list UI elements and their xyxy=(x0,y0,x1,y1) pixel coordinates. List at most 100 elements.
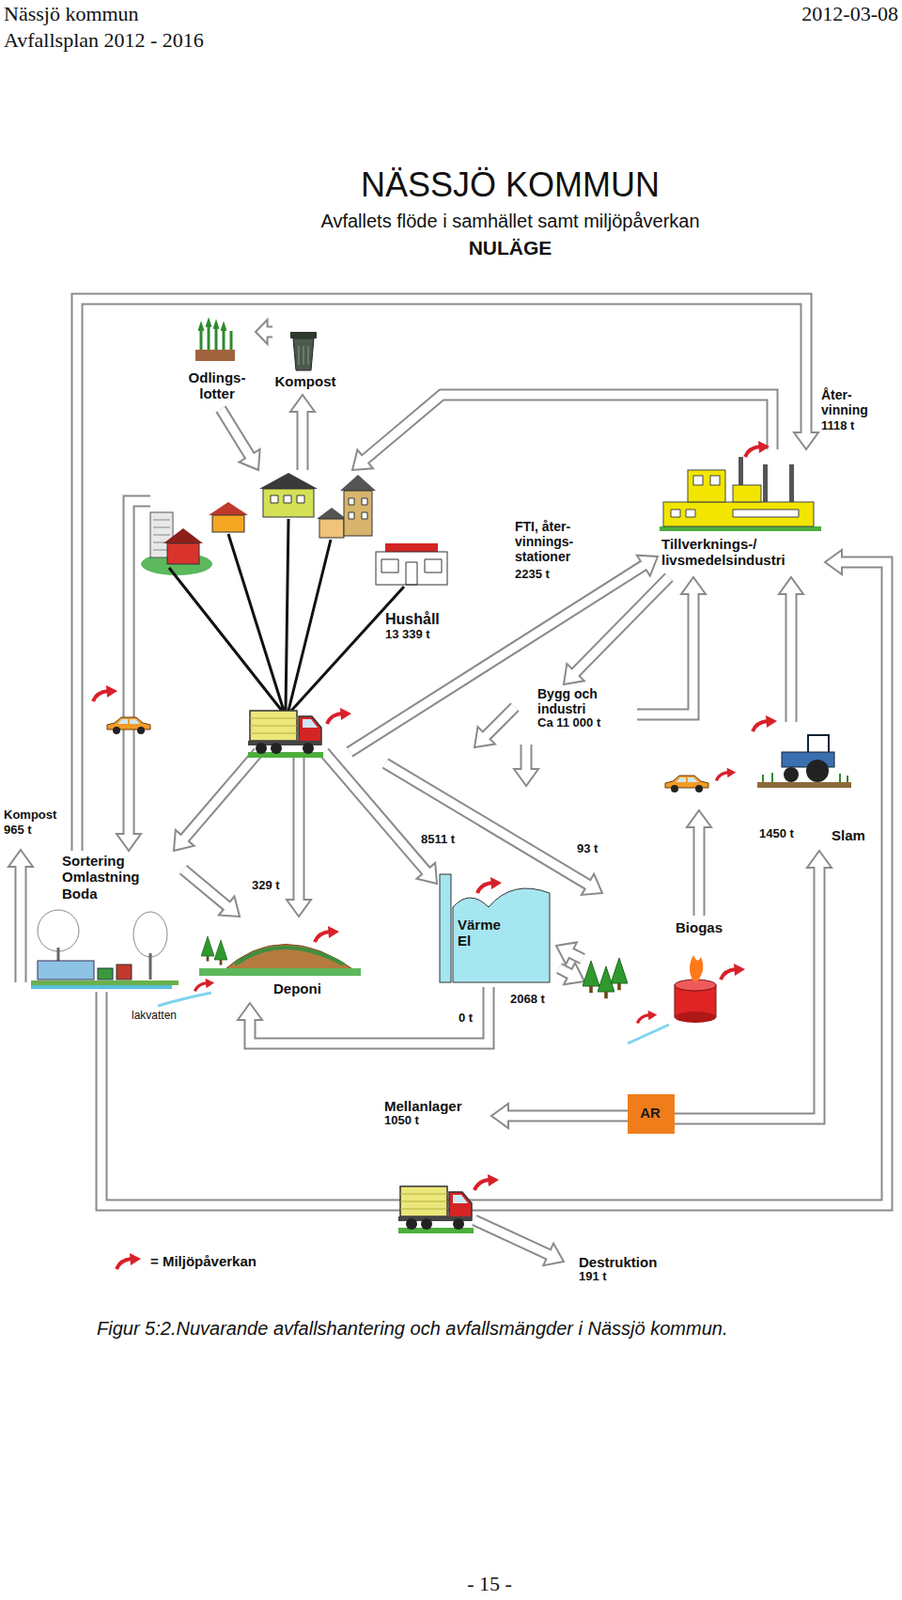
site-node: Hushåll13 339 t xyxy=(150,469,453,752)
node-name: Odlings- lotter xyxy=(184,369,250,403)
car-icon xyxy=(107,716,151,734)
leachate-label: lakvatten xyxy=(131,1009,177,1023)
flow-amount: 0 t xyxy=(458,1010,473,1026)
flow-arrow-stub xyxy=(474,1219,564,1265)
node-amount: Ca 11 000 t xyxy=(537,715,636,731)
truck-icon xyxy=(398,1185,474,1233)
node-label-group: Hushåll13 339 t xyxy=(385,610,451,642)
node-label-group: Odlings- lotter xyxy=(184,369,250,403)
node-name: AR xyxy=(627,1104,673,1120)
flow-amount: 93 t xyxy=(576,841,598,856)
flow-arrow xyxy=(324,751,437,884)
site-node: Biogas xyxy=(653,918,747,1030)
node-label-group: AR xyxy=(627,1104,673,1120)
legend-symbol xyxy=(110,1249,145,1273)
node-name: Tillverknings-/ livsmedelsindustri xyxy=(661,535,822,569)
flow-amount: 2235 t xyxy=(514,567,550,582)
flow-arrow-stub xyxy=(513,744,539,786)
flow-arrow xyxy=(290,394,315,470)
page-number: - 15 - xyxy=(395,1570,584,1595)
site-node: Slam xyxy=(751,721,876,851)
flow-arrow xyxy=(674,850,832,1119)
node-label-group: Värme El xyxy=(457,916,514,949)
site-node: Kompost xyxy=(272,324,339,395)
flow-arrow xyxy=(778,576,804,722)
flow-arrow xyxy=(352,394,773,470)
site-node: Bygg och industriCa 11 000 t xyxy=(533,684,638,741)
heat-power-plant-icon xyxy=(439,873,550,982)
legend-text: = Miljöpåverkan xyxy=(150,1252,257,1269)
flow-label: FTI, åter- vinnings- stationer xyxy=(514,518,594,564)
node-label-group: Deponi xyxy=(273,979,340,996)
flow-label: Kompost xyxy=(3,808,57,823)
header-date: 2012-03-08 xyxy=(801,1,899,26)
node-name: Deponi xyxy=(273,979,340,996)
landfill-icon xyxy=(157,935,361,1006)
node-name: Biogas xyxy=(675,918,742,935)
flow-arrow xyxy=(116,500,151,851)
node-label-group: Destruktion191 t xyxy=(578,1253,677,1284)
node-name: Bygg och industri xyxy=(537,685,636,716)
flow-arrow xyxy=(77,298,819,851)
flow-arrow-stub xyxy=(556,941,583,964)
node-label-group: Bygg och industriCa 11 000 t xyxy=(537,685,636,731)
flow-amount: 8511 t xyxy=(420,832,455,847)
allotment-icon xyxy=(195,321,235,361)
node-amount: 13 339 t xyxy=(385,627,451,642)
node-label-group: Slam xyxy=(831,826,873,843)
flow-amount: 1450 t xyxy=(759,826,794,841)
flow-arrow xyxy=(173,751,259,851)
flow-arrow-stub xyxy=(385,762,603,895)
flow-label: Åter- vinning xyxy=(821,387,893,418)
site-box: AR xyxy=(627,1093,675,1134)
node-label-group: Kompost xyxy=(274,373,337,389)
site-node: Mellanlager1050 t xyxy=(380,1095,492,1137)
flow-arrow xyxy=(255,319,273,344)
site-node: Sortering Omlastning Boda xyxy=(28,850,184,992)
flow-arrow xyxy=(491,1103,628,1128)
node-name: Slam xyxy=(831,826,873,843)
node-label-group: Mellanlager1050 t xyxy=(384,1097,488,1128)
forest-icon xyxy=(582,957,628,998)
flow-arrow-stub xyxy=(559,962,585,984)
tractor-icon xyxy=(757,734,852,788)
flow-arrow xyxy=(220,408,261,470)
site-node: Värme El xyxy=(436,869,555,987)
node-label-group: Sortering Omlastning Boda xyxy=(62,852,168,902)
node-name: Destruktion xyxy=(578,1253,677,1270)
node-amount: 1050 t xyxy=(384,1113,488,1128)
flow-amount: 1118 t xyxy=(821,419,855,434)
node-label-group: Biogas xyxy=(675,918,742,935)
flow-arrow-stub xyxy=(686,809,712,916)
diagram-subtitle: Avfallets flöde i samhället samt miljöpå… xyxy=(228,210,793,233)
flow-amount: 329 t xyxy=(251,878,280,893)
flow-amount: 2068 t xyxy=(510,992,545,1007)
site-node: Tillverknings-/ livsmedelsindustri xyxy=(657,449,825,577)
factory-icon xyxy=(659,456,822,531)
node-name: Sortering Omlastning Boda xyxy=(62,852,168,902)
node-name: Hushåll xyxy=(385,610,451,628)
houses-icon xyxy=(140,472,448,711)
flow-arrow-stub xyxy=(8,849,33,982)
node-name: Mellanlager xyxy=(384,1097,488,1114)
sorting-station-icon xyxy=(31,909,179,989)
flow-amount: 965 t xyxy=(3,823,32,838)
flow-arrow xyxy=(183,869,240,917)
flow-arrow xyxy=(286,751,312,917)
figure-caption: Figur 5:2.Nuvarande avfallshantering och… xyxy=(96,1317,728,1339)
site-node: Odlings- lotter xyxy=(178,314,256,409)
node-name: Värme El xyxy=(457,916,514,949)
car-icon xyxy=(665,775,709,793)
truck-icon xyxy=(248,710,324,758)
site-node: Destruktion191 t xyxy=(575,1251,681,1293)
site-node: Deponi xyxy=(192,916,367,1003)
node-name: Kompost xyxy=(274,373,337,389)
flow-arrow xyxy=(563,576,669,685)
compost-bin-icon xyxy=(290,331,317,371)
header-text: Nässjö kommun xyxy=(3,1,140,26)
node-amount: 191 t xyxy=(578,1269,677,1284)
flow-arrow xyxy=(101,549,887,1205)
header-text: Avfallsplan 2012 - 2016 xyxy=(3,28,204,52)
